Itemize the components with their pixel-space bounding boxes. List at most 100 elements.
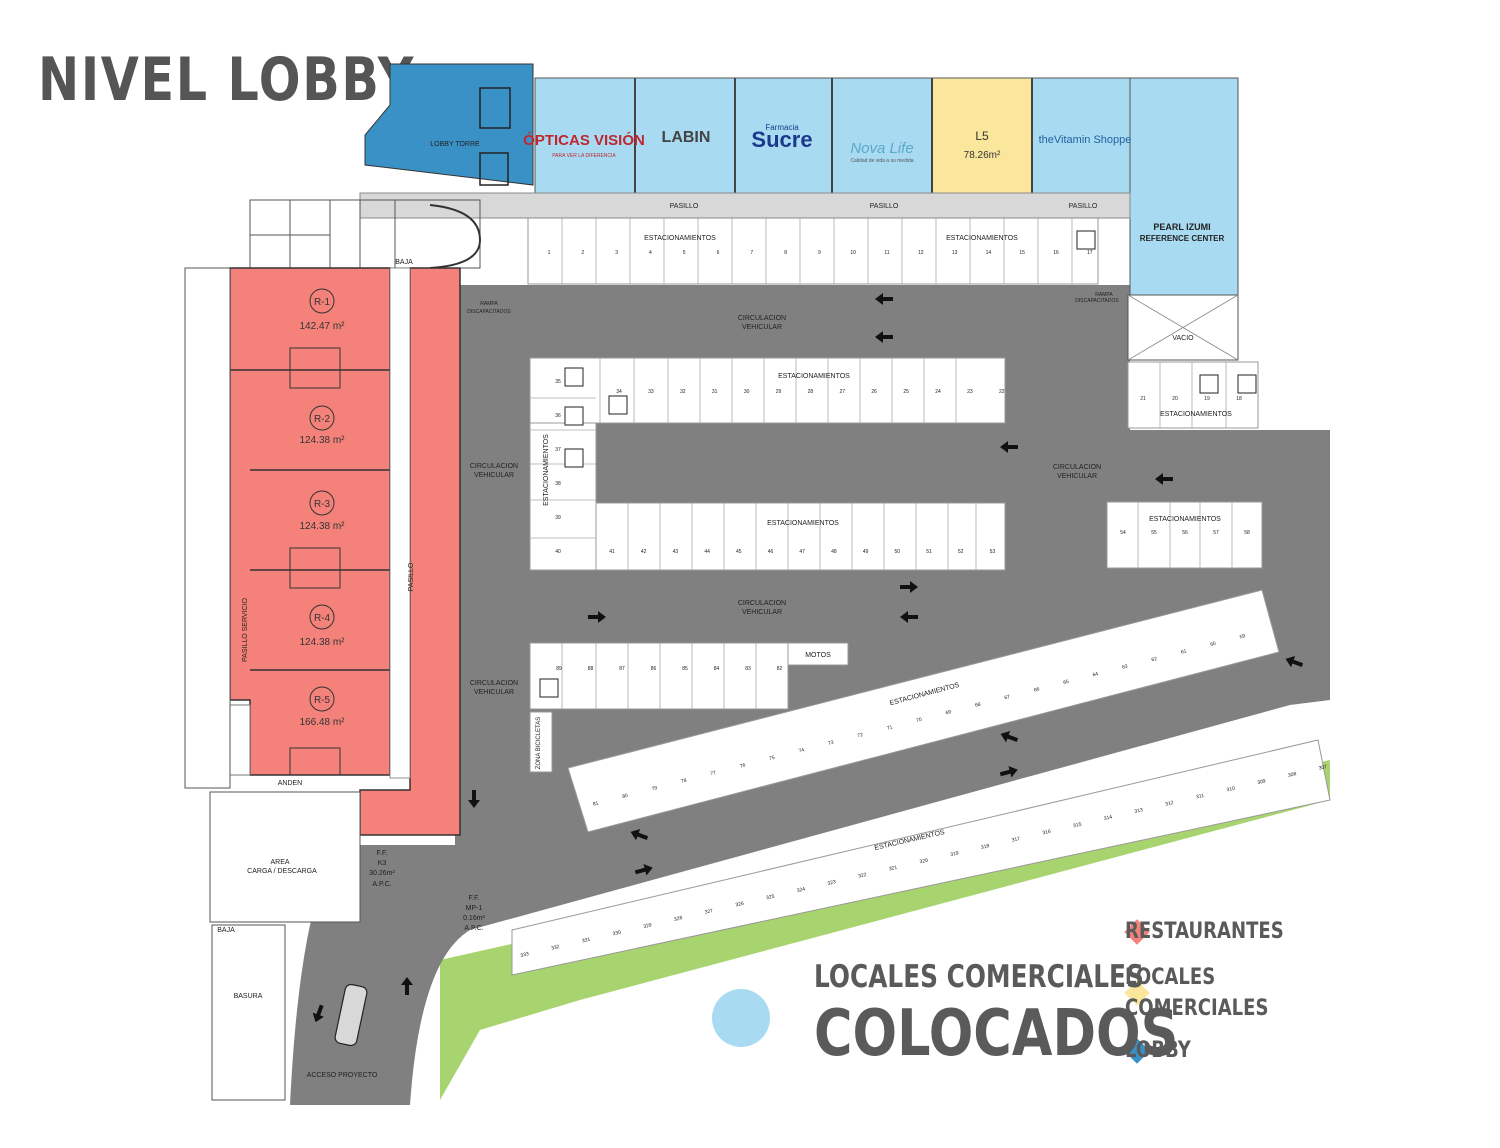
parking-space-number: 64	[1092, 671, 1099, 678]
svg-text:124.38 m²: 124.38 m²	[299, 521, 345, 532]
svg-text:AREA: AREA	[270, 859, 289, 866]
parking-space-number: 24	[935, 389, 941, 395]
svg-text:CIRCULACION: CIRCULACION	[1053, 464, 1101, 471]
svg-text:PASILLO: PASILLO	[1069, 203, 1098, 210]
restaurants-block	[229, 267, 461, 836]
store-label-l5: L5	[975, 129, 989, 143]
service-corridor	[184, 267, 361, 1101]
parking-space-number: 19	[1204, 396, 1210, 402]
parking-space-number: 16	[1053, 250, 1059, 256]
store-sub-vision: PARA VER LA DIFERENCIA	[552, 153, 616, 159]
restaurant-labels: R-1 142.47 m² R-2 124.38 m² R-3 124.38 m…	[299, 288, 345, 728]
parking-space-number: 73	[827, 740, 834, 747]
svg-text:VEHICULAR: VEHICULAR	[474, 472, 514, 479]
svg-text:ANDEN: ANDEN	[278, 780, 303, 787]
parking-space-number: 2	[581, 250, 584, 256]
parking-space-number: 87	[619, 666, 625, 672]
parking-space-number: 314	[1103, 814, 1113, 822]
svg-text:DISCAPACITADOS: DISCAPACITADOS	[1075, 298, 1119, 304]
parking-space-number: 21	[1140, 396, 1146, 402]
parking-space-number: 3	[615, 250, 618, 256]
parking-space-number: 66	[1033, 686, 1040, 693]
parking-space-number: 81	[592, 800, 599, 807]
parking-space-number: 35	[555, 379, 561, 385]
svg-text:RAMPA: RAMPA	[480, 301, 498, 307]
store-sub-l5: 78.26m²	[964, 150, 1001, 161]
parking-space-number: 323	[827, 879, 837, 887]
parking-space-number: 75	[769, 755, 776, 762]
parking-space-number: 315	[1073, 822, 1083, 830]
store-label-novalife: Nova Life	[850, 140, 913, 157]
svg-text:VEHICULAR: VEHICULAR	[1057, 473, 1097, 480]
parking-space-number: 25	[903, 389, 909, 395]
parking-space-number: 308	[1288, 771, 1298, 779]
svg-text:124.38 m²: 124.38 m²	[299, 637, 345, 648]
accessible-parking-icons	[539, 230, 1257, 698]
car-icon	[334, 983, 368, 1047]
parking-space-number: 26	[871, 389, 877, 395]
parking-space-number: 12	[918, 250, 924, 256]
parking-space-number: 57	[1213, 530, 1219, 536]
parking-space-number: 74	[798, 747, 805, 754]
parking-space-number: 313	[1134, 807, 1144, 815]
legend-lobby: LOBBY	[1125, 1038, 1191, 1063]
svg-text:30.26m²: 30.26m²	[369, 870, 395, 877]
parking-space-number: 329	[643, 922, 653, 930]
parking-space-number: 50	[895, 549, 901, 555]
parking-space-number: 4	[649, 250, 652, 256]
parking-space-number: 68	[974, 702, 981, 709]
svg-text:ESTACIONAMIENTOS: ESTACIONAMIENTOS	[1149, 516, 1221, 523]
svg-text:BAJA: BAJA	[217, 927, 235, 934]
parking-space-number: 27	[840, 389, 846, 395]
parking-space-number: 60	[1210, 641, 1217, 648]
parking-space-number: 53	[990, 549, 996, 555]
parking-space-number: 13	[952, 250, 958, 256]
svg-text:124.38 m²: 124.38 m²	[299, 435, 345, 446]
store-sub-novalife: Calidad de vida a su medida	[850, 158, 913, 164]
svg-text:166.48 m²: 166.48 m²	[299, 717, 345, 728]
svg-text:MP-1: MP-1	[466, 905, 483, 912]
parking-space-number: 20	[1172, 396, 1178, 402]
svg-text:F.F.: F.F.	[469, 895, 480, 902]
parking-space-number: 23	[967, 389, 973, 395]
parking-space-number: 83	[745, 666, 751, 672]
parking-space-number: 46	[768, 549, 774, 555]
parking-space-number: 309	[1257, 778, 1267, 786]
parking-space-number: 29	[776, 389, 782, 395]
sold-swatch	[712, 989, 770, 1047]
svg-text:LOBBY TORRE: LOBBY TORRE	[430, 141, 480, 148]
stalls	[530, 218, 1233, 709]
svg-text:R-3: R-3	[314, 499, 331, 510]
parking-space-number: 15	[1019, 250, 1025, 256]
svg-text:BAJA: BAJA	[395, 259, 413, 266]
parking-space-number: 43	[673, 549, 679, 555]
parking-space-number: 5	[683, 250, 686, 256]
parking-space-number: 317	[1011, 836, 1021, 844]
parking-space-number: 61	[1180, 648, 1187, 655]
svg-text:ESTACIONAMIENTOS: ESTACIONAMIENTOS	[543, 434, 550, 506]
legend-locales-2: COMERCIALES	[1125, 996, 1269, 1021]
parking-space-number: 28	[808, 389, 814, 395]
parking-space-number: 312	[1165, 800, 1175, 808]
parking-space-number: 14	[986, 250, 992, 256]
svg-text:ESTACIONAMIENTOS: ESTACIONAMIENTOS	[1160, 411, 1232, 418]
parking-space-number: 69	[945, 709, 952, 716]
svg-text:ESTACIONAMIENTOS: ESTACIONAMIENTOS	[778, 373, 850, 380]
svg-text:0.16m²: 0.16m²	[463, 915, 485, 922]
parking-space-number: 316	[1042, 829, 1052, 837]
store-sub-sucre: Farmacia	[765, 123, 799, 132]
parking-space-number: 8	[784, 250, 787, 256]
legend-restaurantes: RESTAURANTES	[1125, 919, 1284, 944]
parking-space-number: 36	[555, 413, 561, 419]
parking-space-number: 79	[651, 785, 658, 792]
parking-space-number: 70	[916, 717, 923, 724]
parking-space-number: 39	[555, 515, 561, 521]
svg-text:PASILLO SERVICIO: PASILLO SERVICIO	[242, 597, 249, 661]
parking-space-number: 44	[704, 549, 710, 555]
parking-space-number: 332	[551, 944, 561, 952]
parking-space-number: 58	[1244, 530, 1250, 536]
parking-space-number: 55	[1151, 530, 1157, 536]
parking-space-number: 327	[704, 908, 714, 916]
